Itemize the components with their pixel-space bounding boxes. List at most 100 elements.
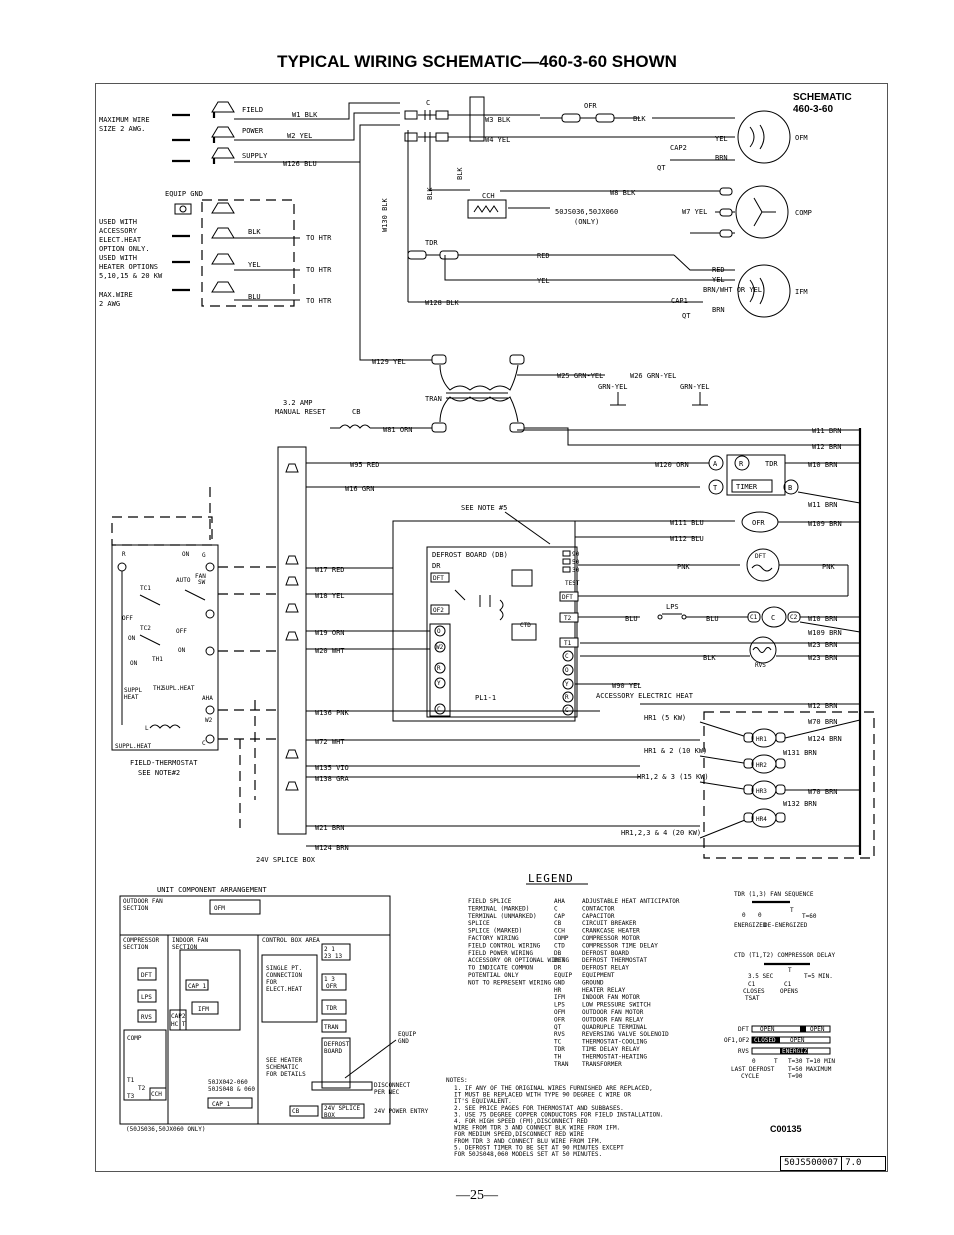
svg-text:DEFROST BOARD (DB): DEFROST BOARD (DB)	[432, 551, 508, 559]
svg-text:24V SPLICE: 24V SPLICE	[324, 1105, 361, 1112]
svg-text:T: T	[790, 907, 794, 914]
ifm-yel-2: YEL	[712, 276, 725, 284]
page-title: TYPICAL WIRING SCHEMATIC—460-3-60 SHOWN	[277, 52, 677, 71]
cap2-label: CAP2	[670, 144, 687, 152]
legend-desc-21: THERMOSTAT-HEATING	[582, 1053, 647, 1060]
legend-code-13: IFM	[554, 994, 565, 1001]
wire-w129: W129 YEL	[372, 358, 406, 366]
cch-note-2: (ONLY)	[574, 218, 599, 226]
wire-w112: W112 BLU	[670, 535, 704, 543]
legend-desc-16: OUTDOOR FAN RELAY	[582, 1016, 644, 1023]
svg-text:OPEN: OPEN	[760, 1026, 775, 1033]
svg-text:T=30 T=10 MIN: T=30 T=10 MIN	[788, 1058, 835, 1065]
to-htr-3: TO HTR	[306, 297, 332, 305]
svg-text:1 3: 1 3	[324, 976, 335, 983]
legend-symbol-5: FACTORY WIRING	[468, 935, 519, 942]
qt-label-1: QT	[657, 164, 666, 172]
svg-text:Y: Y	[437, 680, 441, 687]
svg-text:SW: SW	[198, 579, 206, 586]
legend-code-9: DR	[554, 965, 562, 972]
cch-blk-2: BLK	[456, 167, 464, 180]
svg-text:HR2: HR2	[756, 762, 767, 769]
svg-text:T3: T3	[127, 1093, 135, 1100]
field-power-splices	[211, 101, 235, 164]
arr-equip-gnd-1: EQUIP	[398, 1031, 416, 1038]
schematic-label: SCHEMATIC	[793, 92, 852, 103]
wire-w25: W25 GRN-YEL	[557, 372, 603, 380]
wire-w17: W17 RED	[315, 566, 345, 574]
svg-text:OF1,OF2: OF1,OF2	[724, 1037, 750, 1044]
svg-text:DFT: DFT	[433, 575, 444, 582]
svg-text:T2: T2	[138, 1085, 146, 1092]
ofr-coil: OFR	[741, 511, 779, 533]
note-line-4: 3. USE 75 DEGREE COPPER CONDUCTORS FOR F…	[454, 1111, 664, 1118]
note-line-10: FOR 50JS048,060 MODELS SET AT 50 MINUTES…	[454, 1151, 602, 1158]
legend-code-12: HR	[554, 987, 562, 994]
svg-text:TIMER: TIMER	[736, 483, 758, 491]
htr-blu: BLU	[248, 293, 261, 301]
arr-disconnect-2: PER NEC	[374, 1089, 400, 1096]
timing-diagrams: TDR (1,3) FAN SEQUENCE 0 0 T T=60 ENERGI…	[724, 891, 836, 1080]
ifm-red: RED	[537, 252, 550, 260]
htr-yel: YEL	[248, 261, 261, 269]
wire-w124-a: W124 BRN	[315, 844, 349, 852]
heater-note-5: USED WITH	[99, 254, 137, 262]
svg-text:W2: W2	[205, 717, 213, 724]
legend-desc-13: INDOOR FAN MOTOR	[582, 994, 640, 1001]
ofm-motor: OFM	[737, 110, 808, 164]
svg-text:C: C	[437, 706, 441, 713]
legend-desc-19: THERMOSTAT-COOLING	[582, 1039, 647, 1046]
legend-desc-20: TIME DELAY RELAY	[582, 1046, 640, 1053]
dft-pnk-2: PNK	[822, 563, 835, 571]
arr-power-entry: 24V POWER ENTRY	[374, 1108, 429, 1115]
tdr-contact: TDR	[407, 239, 459, 260]
arrangement-title: UNIT COMPONENT ARRANGEMENT	[157, 886, 267, 894]
legend-code-1: C	[554, 905, 558, 912]
cch-heater: CCH	[467, 192, 507, 219]
note-line-9: 5. DEFROST TIMER TO BE SET AT 90 MINUTES…	[454, 1144, 624, 1151]
svg-text:BOARD: BOARD	[324, 1048, 342, 1055]
svg-text:RVS: RVS	[755, 662, 766, 669]
svg-text:IFM: IFM	[795, 288, 808, 296]
ifm-brn: BRN	[712, 306, 725, 314]
legend-code-8: DFT	[554, 957, 565, 964]
see-note-5: SEE NOTE #5	[461, 504, 507, 512]
svg-text:HR4: HR4	[756, 816, 767, 823]
diagram-frame	[95, 83, 888, 1172]
svg-text:T: T	[774, 1058, 778, 1065]
wire-w72: W72 WHT	[315, 738, 345, 746]
wire-w4: W4 YEL	[485, 136, 510, 144]
ofm-blk: BLK	[633, 115, 646, 123]
wire-w95: W95 RED	[350, 461, 380, 469]
svg-text:DFT: DFT	[141, 972, 152, 979]
notes-heading: NOTES:	[446, 1077, 468, 1084]
wire-w18: W18 YEL	[315, 592, 345, 600]
heater-label-4: HR1,2,3 & 4 (20 KW)	[621, 829, 701, 837]
svg-text:90: 90	[572, 551, 580, 558]
svg-text:ON: ON	[178, 647, 186, 654]
legend-desc-12: HEATER RELAY	[582, 987, 626, 994]
note-line-5: 4. FOR HIGH SPEED (FM),DISCONNECT RED	[454, 1118, 588, 1125]
svg-text:T: T	[713, 484, 718, 492]
wire-w131: W131 BRN	[783, 749, 817, 757]
wire-w8: W8 BLK	[610, 189, 636, 197]
cb-note-2: MANUAL RESET	[275, 408, 326, 416]
heater-note-1: USED WITH	[99, 218, 137, 226]
ifm-yel: YEL	[537, 277, 550, 285]
legend-symbol-2: TERMINAL (UNMARKED)	[468, 913, 537, 920]
ifm-brn-wht: BRN/WHT OR YEL	[703, 286, 762, 294]
wire-w120: W120 ORN	[655, 461, 689, 469]
wire-w19: W19 ORN	[315, 629, 345, 637]
legend-symbol-9: TO INDICATE COMMON	[468, 965, 533, 972]
svg-text:SECTION: SECTION	[172, 944, 198, 951]
legend-code-22: TRAN	[554, 1061, 569, 1068]
svg-text:C1: C1	[750, 614, 758, 621]
legend-code-21: TH	[554, 1053, 562, 1060]
note-line-0: 1. IF ANY OF THE ORIGINAL WIRES FURNISHE…	[454, 1085, 653, 1092]
max-wire-2-a: MAX.WIRE	[99, 291, 133, 299]
svg-text:R: R	[122, 551, 126, 558]
svg-text:SUPPL.HEAT: SUPPL.HEAT	[115, 743, 152, 750]
supply-label: SUPPLY	[242, 152, 268, 160]
wire-w81: W81 ORN	[383, 426, 413, 434]
svg-text:OFR: OFR	[326, 983, 337, 990]
